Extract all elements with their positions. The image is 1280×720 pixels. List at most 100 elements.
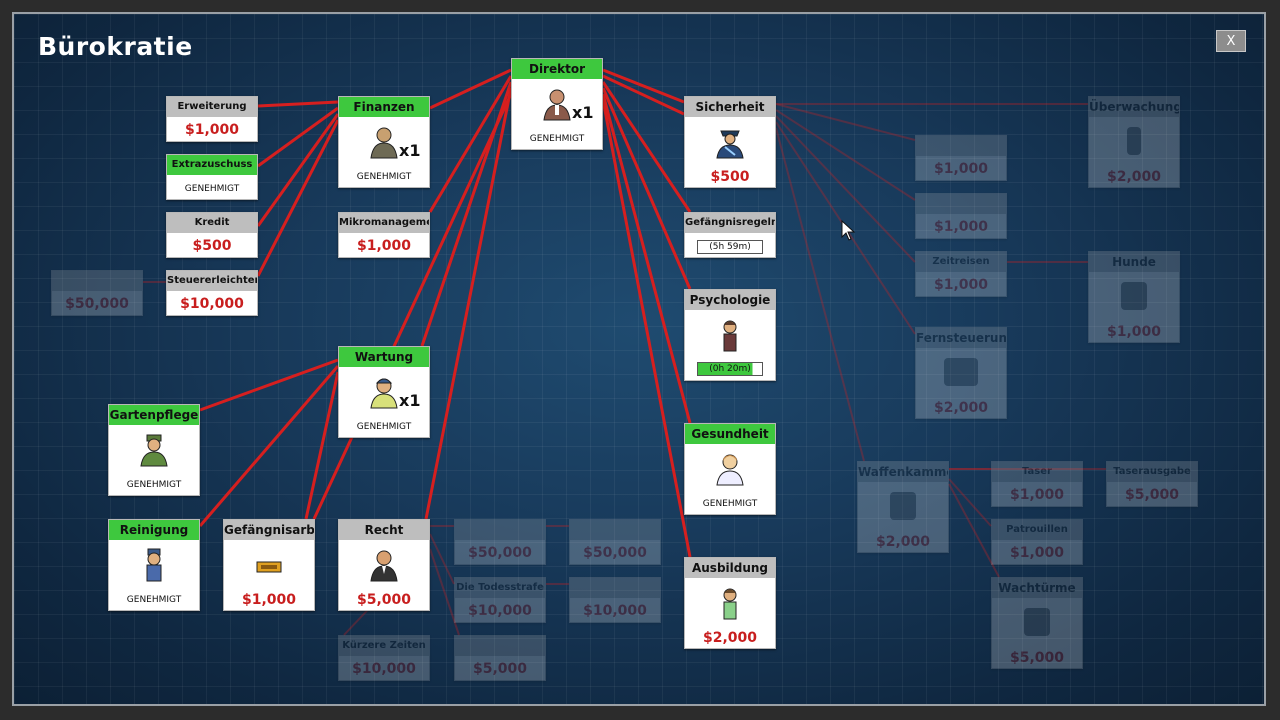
psychologist-icon (685, 318, 775, 356)
node-recht[interactable]: Recht $5,000 (338, 519, 430, 611)
node-title: Patrouillen (992, 520, 1082, 540)
armory-icon (890, 492, 916, 520)
node-price: $50,000 (65, 296, 129, 312)
node-locked[interactable]: Taser $1,000 (991, 461, 1083, 507)
node-psychologie[interactable]: Psychologie (0h 20m) (684, 289, 776, 381)
node-direktor[interactable]: Direktor x1 GENEHMIGT (511, 58, 603, 150)
node-price: $1,000 (356, 238, 412, 254)
node-locked[interactable]: $50,000 (454, 519, 546, 565)
connection-line (198, 365, 340, 527)
connection-line (256, 113, 340, 227)
node-title: Finanzen (339, 97, 429, 117)
node-status: GENEHMIGT (529, 134, 585, 144)
node-locked[interactable]: Taserausgabe $5,000 (1106, 461, 1198, 507)
gardener-icon (109, 433, 199, 471)
connection-line (304, 371, 340, 520)
node-locked[interactable]: Waffenkammer $2,000 (857, 461, 949, 553)
node-title: Gefängnisregeln (685, 213, 775, 233)
node-mikromanagement[interactable]: Mikromanagement $1,000 (338, 212, 430, 258)
director-icon (512, 87, 602, 125)
node-title: Extrazuschuss (167, 155, 257, 175)
node-title: Erweiterung (167, 97, 257, 117)
mouse-cursor-icon (841, 220, 856, 241)
connection-line (424, 87, 513, 520)
node-locked[interactable]: Zeitreisen $1,000 (915, 251, 1007, 297)
node-title: Psychologie (685, 290, 775, 310)
node-status: GENEHMIGT (356, 422, 412, 432)
node-price: $2,000 (933, 400, 989, 416)
node-locked[interactable]: Patrouillen $1,000 (991, 519, 1083, 565)
connection-line (199, 358, 339, 412)
node-locked[interactable]: Kürzere Zeiten $10,000 (338, 635, 430, 681)
connection-line (428, 75, 513, 213)
node-title: Ausbildung (685, 558, 775, 578)
node-locked[interactable]: Hunde $1,000 (1088, 251, 1180, 343)
node-price: $5,000 (1124, 487, 1180, 503)
connection-line-locked (429, 548, 460, 636)
accountant-icon (339, 125, 429, 163)
node-price: $1,000 (184, 122, 240, 138)
node-locked[interactable]: Fernsteuerung $2,000 (915, 327, 1007, 419)
remote-door-icon (944, 358, 978, 386)
connection-line (601, 93, 692, 424)
guard-tower-icon (1024, 608, 1050, 636)
doctor-icon (685, 452, 775, 490)
node-price: $1,000 (241, 592, 297, 608)
node-kredit[interactable]: Kredit $500 (166, 212, 258, 258)
node-gartenpflege[interactable]: Gartenpflege GENEHMIGT (108, 404, 200, 496)
node-status: GENEHMIGT (126, 480, 182, 490)
node-locked[interactable]: $50,000 (51, 270, 143, 316)
node-locked[interactable]: Wachtürme $5,000 (991, 577, 1083, 669)
node-erweiterung[interactable]: Erweiterung $1,000 (166, 96, 258, 142)
node-price: $2,000 (1106, 169, 1162, 185)
connection-lines (143, 68, 1106, 636)
node-gesundheit[interactable]: Gesundheit GENEHMIGT (684, 423, 776, 515)
research-timer: (5h 59m) (697, 240, 763, 254)
node-title: Steuererleichterung (167, 271, 257, 291)
node-locked[interactable]: Die Todesstrafe $10,000 (454, 577, 546, 623)
node-locked[interactable]: $1,000 (915, 193, 1007, 239)
node-extrazuschuss[interactable]: Extrazuschuss GENEHMIGT (166, 154, 258, 200)
node-sicherheit[interactable]: Sicherheit $500 (684, 96, 776, 188)
node-locked[interactable]: $5,000 (454, 635, 546, 681)
node-count: x1 (399, 391, 421, 410)
node-steuererleichterung[interactable]: Steuererleichterung $10,000 (166, 270, 258, 316)
node-title: Sicherheit (685, 97, 775, 117)
connection-line (256, 119, 340, 277)
connection-line (602, 74, 685, 116)
node-wartung[interactable]: Wartung x1 GENEHMIGT (338, 346, 430, 438)
node-gefaengnisarbeit[interactable]: Gefängnisarbeit $1,000 (223, 519, 315, 611)
node-locked[interactable]: $1,000 (915, 135, 1007, 181)
node-price: $1,000 (933, 219, 989, 235)
connection-line-locked (948, 483, 1000, 578)
node-locked[interactable]: $50,000 (569, 519, 661, 565)
connection-line (602, 68, 685, 104)
connection-line (601, 87, 692, 290)
node-title: Reinigung (109, 520, 199, 540)
node-title: Gefängnisarbeit (224, 520, 314, 540)
connection-line-locked (775, 127, 865, 462)
node-finanzen[interactable]: Finanzen x1 GENEHMIGT (338, 96, 430, 188)
node-price: $500 (710, 169, 750, 185)
node-price: $2,000 (702, 630, 758, 646)
node-gefaengnisregeln[interactable]: Gefängnisregeln (5h 59m) (684, 212, 776, 258)
node-reinigung[interactable]: Reinigung GENEHMIGT (108, 519, 200, 611)
close-button[interactable]: X (1216, 30, 1246, 52)
node-ausbildung[interactable]: Ausbildung $2,000 (684, 557, 776, 649)
connection-line (601, 81, 692, 213)
node-title: Waffenkammer (858, 462, 948, 482)
connection-line-locked (775, 103, 916, 141)
node-title: Taserausgabe (1107, 462, 1197, 482)
node-title: Hunde (1089, 252, 1179, 272)
node-title: Gartenpflege (109, 405, 199, 425)
lawyer-icon (339, 548, 429, 586)
node-price: $1,000 (1106, 324, 1162, 340)
node-price: $1,000 (933, 161, 989, 177)
node-title: Kredit (167, 213, 257, 233)
node-locked[interactable]: Überwachung $2,000 (1088, 96, 1180, 188)
research-progress-bar: (0h 20m) (697, 362, 763, 376)
node-title: Wartung (339, 347, 429, 367)
node-locked[interactable]: $10,000 (569, 577, 661, 623)
connection-line-locked (948, 478, 992, 527)
node-price: $10,000 (583, 603, 647, 619)
